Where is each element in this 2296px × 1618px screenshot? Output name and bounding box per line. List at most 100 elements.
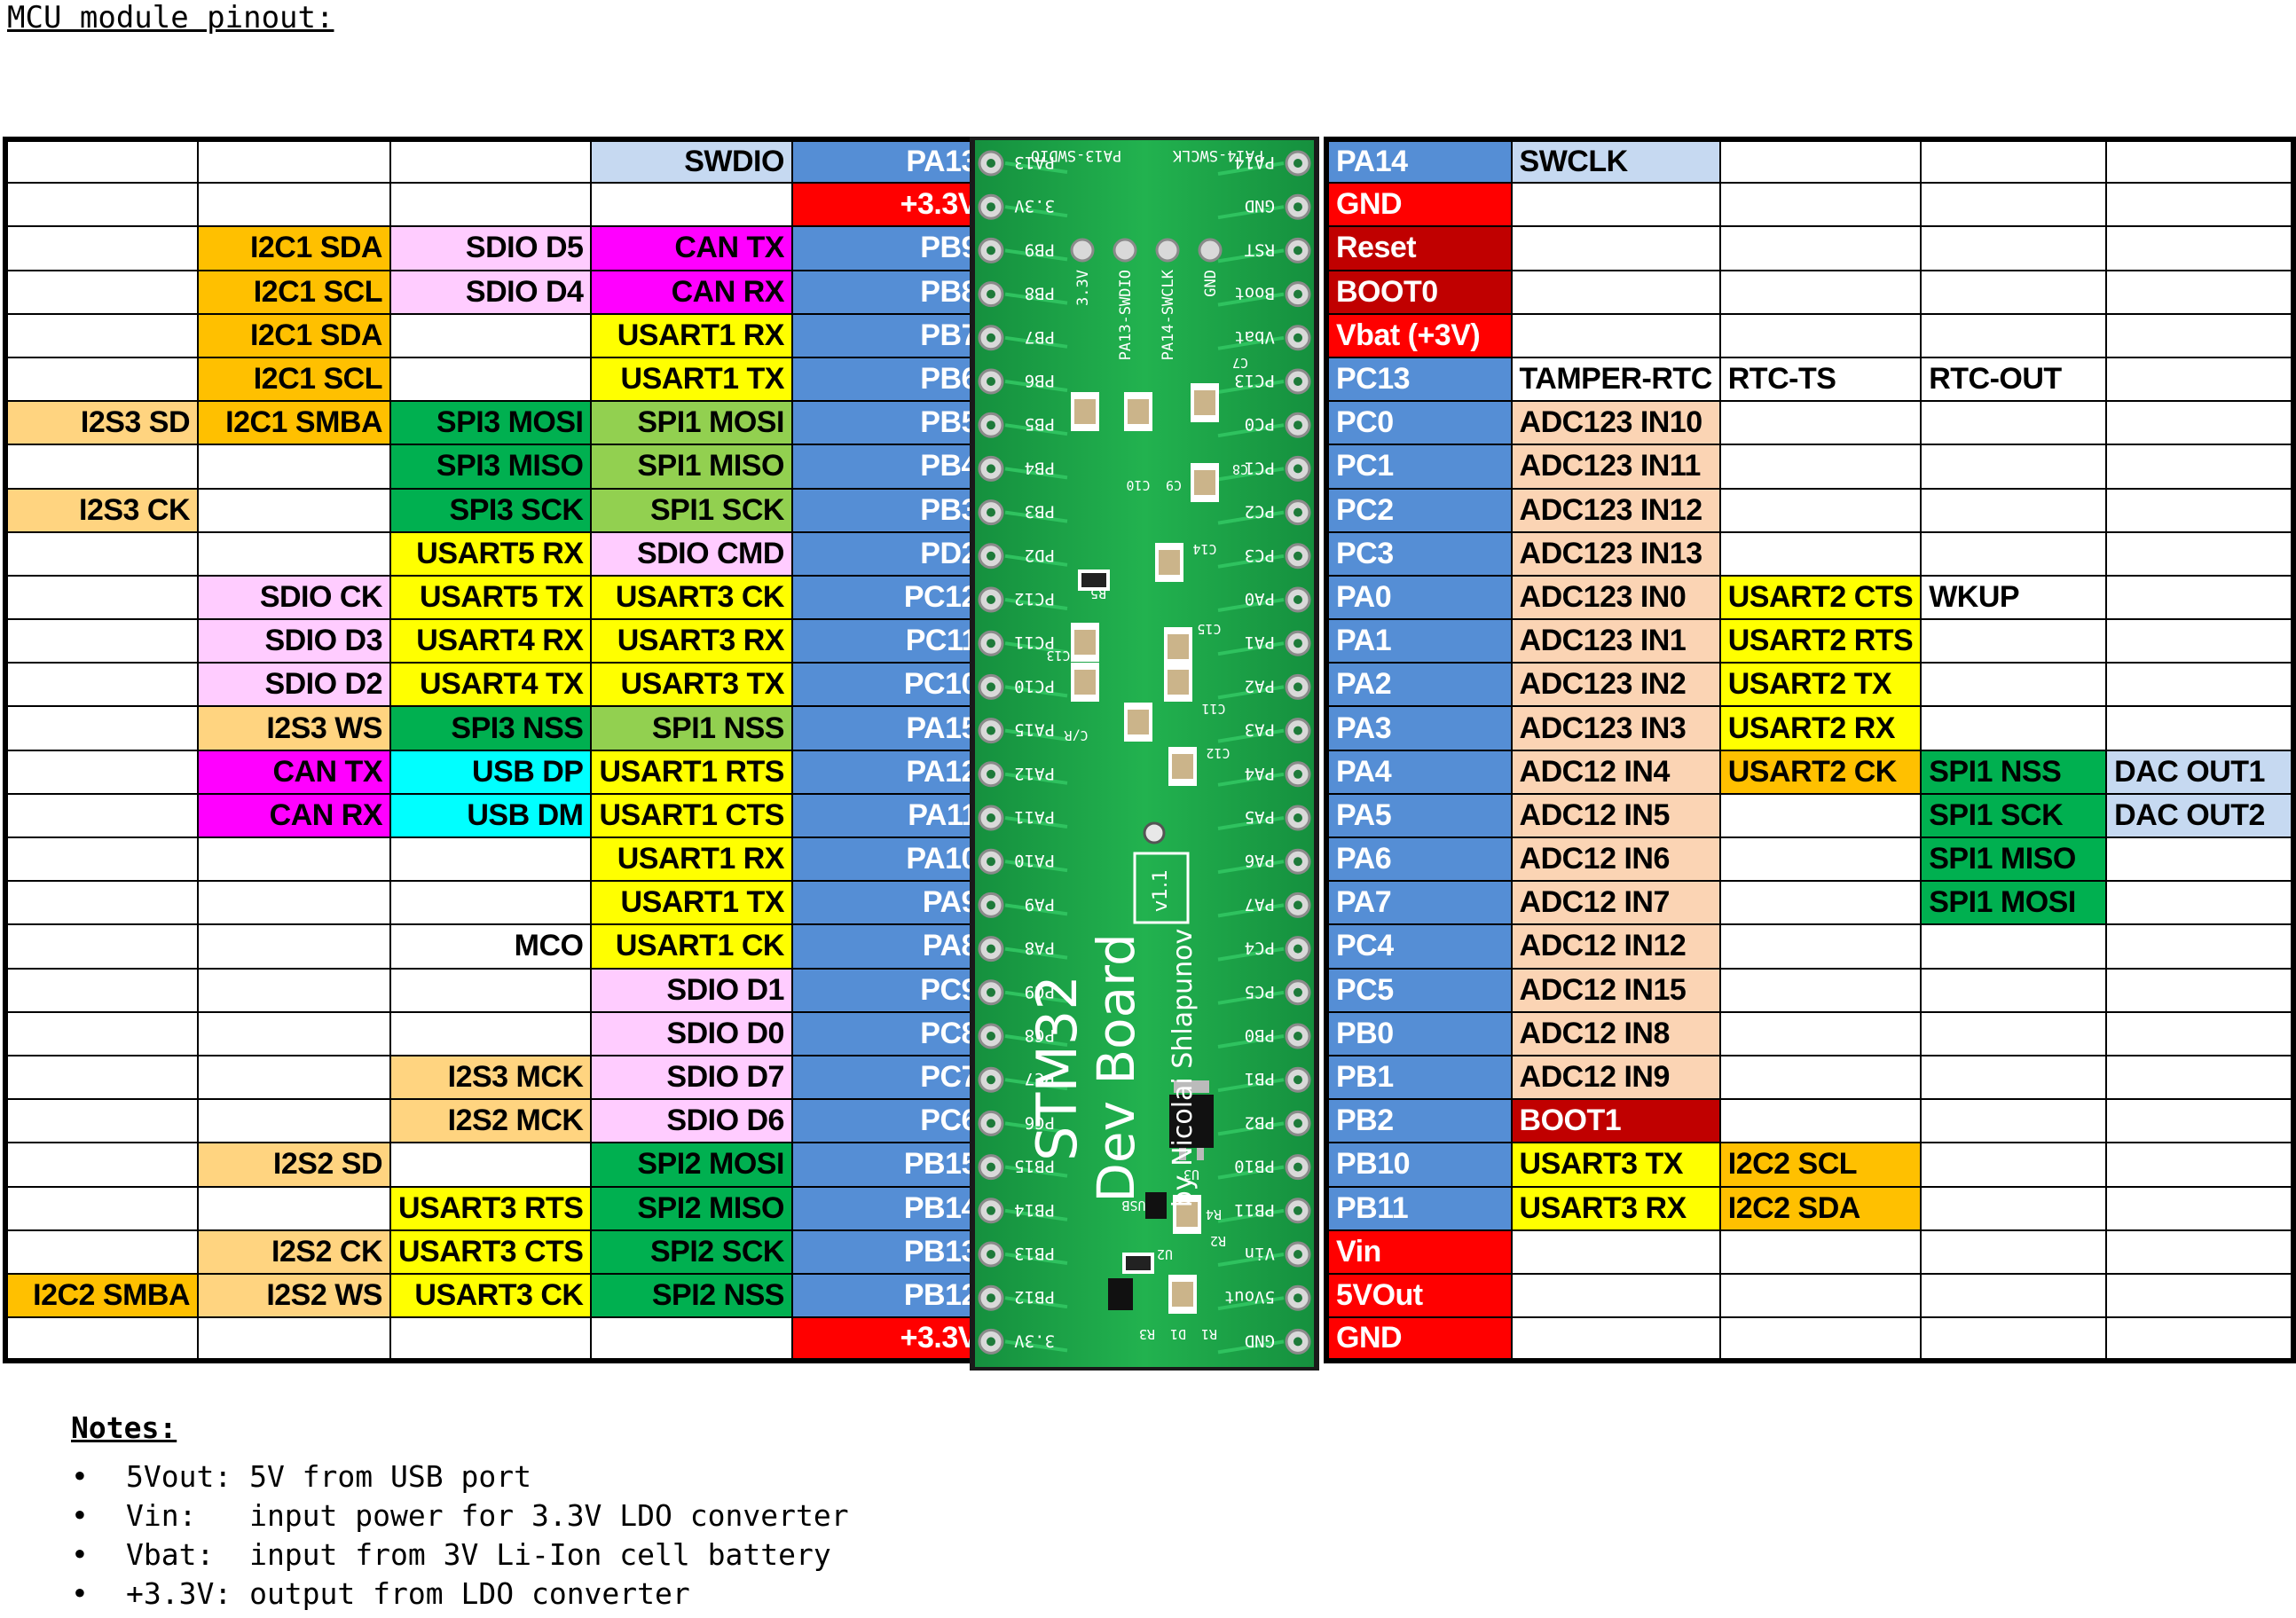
resistor xyxy=(1126,1256,1151,1270)
pin-function-cell: USART2 RTS xyxy=(1718,618,1923,664)
pin-hole xyxy=(1293,1075,1302,1085)
pin-name-cell: PC11 xyxy=(790,618,988,664)
pin-function-cell xyxy=(1718,1272,1923,1319)
pin-function-cell xyxy=(2105,225,2294,271)
pcb-trace xyxy=(1004,467,1068,480)
pcb-trace xyxy=(1004,380,1068,392)
pin-function-cell xyxy=(389,836,593,883)
pin-function-cell xyxy=(197,1010,391,1056)
pin-function-cell xyxy=(389,137,593,185)
pin-function-cell: USART1 TX xyxy=(590,356,793,403)
pcb-trace xyxy=(1004,510,1068,523)
board-version: v1.1 xyxy=(1150,869,1172,912)
pin-hole xyxy=(987,639,995,648)
pin-function-cell: USART4 TX xyxy=(389,662,593,708)
pin-function-cell: USART3 TX xyxy=(1510,1142,1721,1188)
pin-function-cell: ADC12 IN12 xyxy=(1510,923,1721,970)
silk-label-right: PC3 xyxy=(1245,546,1275,565)
pin-function-cell: SPI2 SCK xyxy=(590,1229,793,1275)
pin-function-cell: USART1 RTS xyxy=(590,749,793,795)
pin-function-cell xyxy=(4,444,199,490)
silk-label-right: PC2 xyxy=(1245,502,1275,522)
notes-title: Notes: xyxy=(71,1410,177,1445)
pin-name-cell: PB7 xyxy=(790,312,988,358)
pin-function-cell xyxy=(4,574,199,621)
pin-function-cell xyxy=(1718,1098,1923,1144)
silk-label-right: PA1 xyxy=(1245,632,1275,652)
pin-name-cell: PC9 xyxy=(790,967,988,1013)
pin-function-cell xyxy=(197,530,391,577)
pcb-pin-pads xyxy=(978,150,1311,1355)
pin-name-cell: PA11 xyxy=(790,792,988,839)
silk-label-left: PC7 xyxy=(1025,1069,1055,1088)
pin-function-cell: I2C1 SMBA xyxy=(197,400,391,446)
right-pin-row: Vbat (+3V) xyxy=(1325,312,2294,358)
pin-hole xyxy=(987,813,995,822)
silk-label-left: PA12 xyxy=(1014,764,1055,783)
pin-function-cell xyxy=(4,792,199,839)
pin-name-cell: PB12 xyxy=(790,1272,988,1319)
pin-hole xyxy=(1293,1119,1302,1128)
pin-name-cell: PC4 xyxy=(1325,923,1513,970)
silk-label-right: PB2 xyxy=(1245,1112,1275,1132)
pin-name-cell: PB14 xyxy=(790,1185,988,1231)
pin-name-cell: PA6 xyxy=(1325,836,1513,883)
pin-function-cell: CAN RX xyxy=(590,269,793,315)
pin-hole xyxy=(1293,682,1302,692)
left-pin-row: +3.3V xyxy=(4,1316,988,1363)
pin-function-cell: USART1 TX xyxy=(590,880,793,926)
silk-label-right: GND xyxy=(1245,196,1275,216)
component-label: D1 xyxy=(1170,1326,1186,1342)
pin-function-cell: Vin xyxy=(1325,1229,1513,1275)
pin-function-cell: ADC123 IN13 xyxy=(1510,530,1721,577)
silk-label-left: PC10 xyxy=(1014,676,1055,695)
swd-label: PA14-SWCLK xyxy=(1160,269,1177,360)
bullet-icon: • xyxy=(71,1537,89,1572)
pin-function-cell xyxy=(2105,444,2294,490)
pin-function-cell: ADC123 IN0 xyxy=(1510,574,1721,621)
pcb-trace xyxy=(1004,1296,1068,1309)
pin-function-cell xyxy=(197,923,391,970)
pin-function-cell: SPI1 MOSI xyxy=(590,400,793,446)
pin-hole xyxy=(987,900,995,910)
pin-function-cell xyxy=(4,269,199,315)
pin-function-cell: ADC12 IN8 xyxy=(1510,1010,1721,1056)
pcb-trace xyxy=(1004,598,1068,610)
pin-hole xyxy=(987,1337,995,1347)
pin-function-cell xyxy=(197,1098,391,1144)
silk-label-right: PC1 xyxy=(1245,458,1275,477)
pin-function-cell xyxy=(4,880,199,926)
pin-function-cell: I2S2 WS xyxy=(197,1272,391,1319)
silk-top-label-swdio: PA13-SWDIO xyxy=(1031,146,1121,164)
pin-name-cell: PB4 xyxy=(790,444,988,490)
pin-name-cell: PB10 xyxy=(1325,1142,1513,1188)
pin-function-cell: CAN TX xyxy=(197,749,391,795)
silk-label-right: PC5 xyxy=(1245,982,1275,1001)
esd-chip xyxy=(1145,1192,1167,1219)
pin-function-cell xyxy=(4,1316,199,1363)
pin-function-cell xyxy=(4,618,199,664)
mounting-hole xyxy=(1143,821,1166,844)
pin-function-cell xyxy=(2105,705,2294,751)
pin-function-cell: USART2 RX xyxy=(1718,705,1923,751)
pin-function-cell xyxy=(4,1098,199,1144)
silk-label-right: Vbat xyxy=(1234,327,1275,347)
pin-name-cell: PA14 xyxy=(1325,137,1513,185)
pin-function-cell xyxy=(1718,312,1923,358)
pcb-trace xyxy=(1217,292,1285,307)
pin-function-cell: I2C2 SMBA xyxy=(4,1272,199,1319)
